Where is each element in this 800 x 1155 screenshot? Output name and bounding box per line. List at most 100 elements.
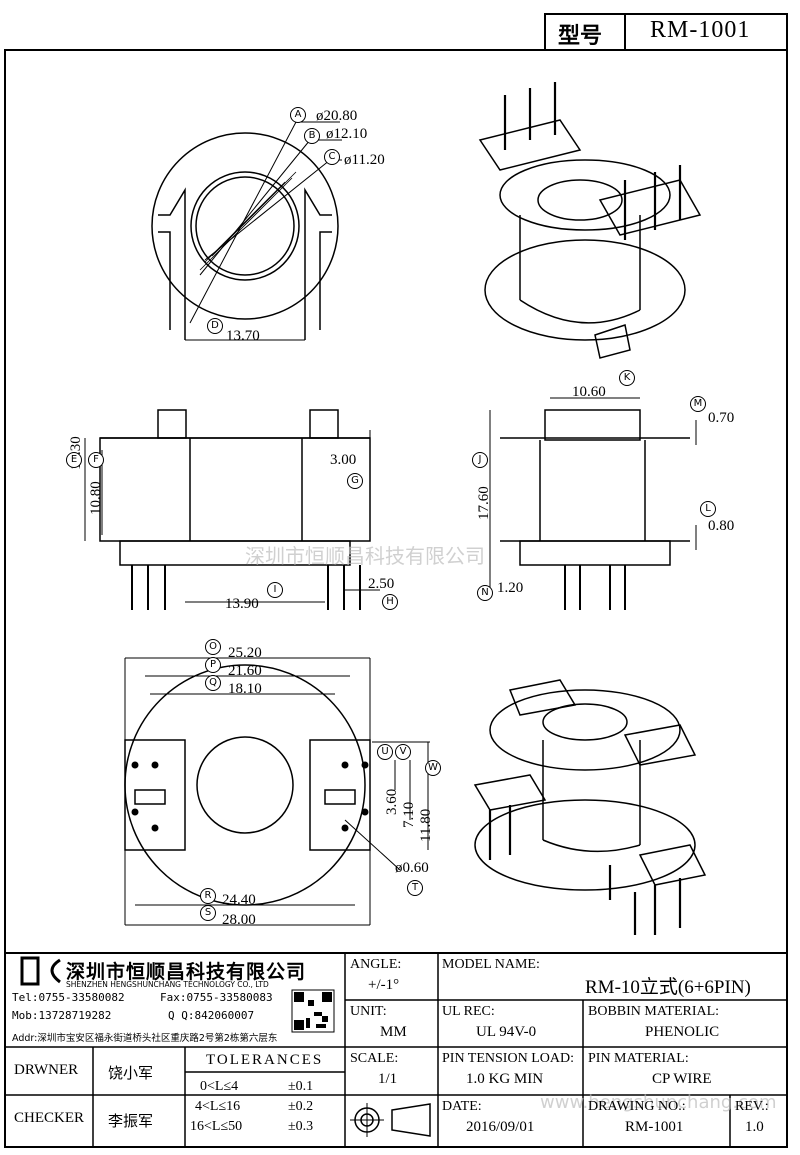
marker-p: P (205, 657, 221, 673)
pinmat-label: PIN MATERIAL: (588, 1051, 689, 1066)
dim-l: 0.80 (708, 518, 735, 534)
dim-o: 25.20 (228, 645, 262, 661)
dim-n: 1.20 (497, 580, 524, 596)
tension-value: 1.0 KG MIN (466, 1071, 544, 1087)
dim-c: ø11.20 (344, 152, 385, 168)
checker-value: 李振军 (108, 1112, 154, 1130)
company-logo (20, 956, 61, 986)
angle-value: +/-1° (368, 977, 400, 993)
date-value: 2016/09/01 (466, 1119, 535, 1135)
pinmat-value: CP WIRE (652, 1071, 712, 1087)
dim-s: 28.00 (222, 912, 256, 928)
marker-m: M (690, 396, 706, 412)
marker-a: A (290, 107, 306, 123)
dim-d: 13.70 (226, 328, 260, 344)
marker-q: Q (205, 675, 221, 691)
marker-g: G (347, 473, 363, 489)
dim-j: 17.60 (476, 486, 492, 520)
front-view (84, 409, 380, 610)
top-view (151, 121, 342, 341)
tol-range-2: 4<L≤16 (195, 1099, 241, 1114)
checker-label: CHECKER (14, 1110, 85, 1126)
marker-w: W (425, 760, 441, 776)
bottom-view (124, 657, 430, 926)
marker-c: C (324, 149, 340, 165)
dim-k: 10.60 (572, 384, 606, 400)
marker-v: V (395, 744, 411, 760)
header-box (544, 13, 788, 51)
dim-u: 3.60 (384, 788, 400, 815)
marker-d: D (207, 318, 223, 334)
tol-range-1: 0<L≤4 (200, 1079, 239, 1094)
unit-value: MM (380, 1024, 407, 1040)
company-addr: Addr:深圳市宝安区福永街道桥头社区重庆路2号第2栋第六层东 (12, 1033, 278, 1044)
angle-label: ANGLE: (350, 957, 402, 972)
scale-value: 1/1 (378, 1071, 398, 1087)
dim-w: 11.80 (418, 808, 434, 842)
tol-value-2: ±0.2 (288, 1099, 314, 1114)
iso-view-top (478, 82, 702, 359)
tolerances-title: TOLERANCES (206, 1052, 324, 1068)
drawing-label: DRAWING NO.: (588, 1099, 686, 1114)
dim-p: 21.60 (228, 663, 262, 679)
model-label: MODEL NAME: (442, 957, 540, 972)
dim-b: ø12.10 (326, 126, 368, 142)
title-block-grid (5, 952, 787, 1147)
marker-r: R (200, 888, 216, 904)
marker-u: U (377, 744, 393, 760)
header-part-number: RM-1001 (650, 17, 751, 43)
company-name-en: SHENZHEN HENGSHUNCHANG TECHNOLOGY CO., L… (66, 980, 269, 989)
marker-o: O (205, 639, 221, 655)
marker-b: B (304, 128, 320, 144)
unit-label: UNIT: (350, 1004, 387, 1019)
qr-code (294, 992, 332, 1030)
marker-l: L (700, 501, 716, 517)
dim-a: ø20.80 (316, 108, 358, 124)
dim-m: 0.70 (708, 410, 735, 426)
company-qq: Q Q:842060007 (168, 1009, 255, 1022)
company-fax: Fax:0755-33580083 (160, 991, 273, 1004)
marker-j: J (472, 452, 488, 468)
bobbin-value: PHENOLIC (645, 1024, 720, 1040)
ulrec-value: UL 94V-0 (476, 1024, 537, 1040)
iso-view-bottom (473, 679, 707, 935)
dim-q: 18.10 (228, 681, 262, 697)
tol-value-3: ±0.3 (288, 1119, 314, 1134)
marker-n: N (477, 585, 493, 601)
dim-f: 10.80 (88, 481, 104, 515)
scale-label: SCALE: (350, 1051, 399, 1066)
tension-label: PIN TENSION LOAD: (442, 1051, 574, 1066)
side-view (489, 397, 697, 610)
marker-i: I (267, 582, 283, 598)
drwner-value: 饶小军 (108, 1064, 154, 1082)
dim-h: 2.50 (368, 576, 395, 592)
dim-t: ø0.60 (395, 860, 429, 876)
header-type-label: 型号 (558, 24, 603, 49)
drwner-label: DRWNER (14, 1062, 79, 1078)
marker-f: F (88, 452, 104, 468)
ulrec-label: UL REC: (442, 1004, 495, 1019)
date-label: DATE: (442, 1099, 482, 1114)
dim-v: 7.10 (401, 801, 417, 828)
dim-i: 13.90 (225, 596, 259, 612)
dim-g: 3.00 (330, 452, 357, 468)
tol-range-3: 16<L≤50 (190, 1119, 243, 1134)
sheet-border (4, 49, 788, 1148)
marker-k: K (619, 370, 635, 386)
company-tel: Tel:0755-33580082 (12, 991, 125, 1004)
dim-r: 24.40 (222, 892, 256, 908)
rev-value: 1.0 (745, 1119, 764, 1135)
tol-value-1: ±0.1 (288, 1079, 314, 1094)
company-mob: Mob:13728719282 (12, 1009, 112, 1022)
company-name-cn: 深圳市恒顺昌科技有限公司 (66, 961, 307, 983)
drawing-value: RM-1001 (625, 1119, 684, 1135)
marker-t: T (407, 880, 423, 896)
marker-h: H (382, 594, 398, 610)
marker-e: E (66, 452, 82, 468)
rev-label: REV.: (735, 1099, 769, 1114)
bobbin-label: BOBBIN MATERIAL: (588, 1004, 720, 1019)
model-value: RM-10立式(6+6PIN) (585, 977, 751, 998)
marker-s: S (200, 905, 216, 921)
